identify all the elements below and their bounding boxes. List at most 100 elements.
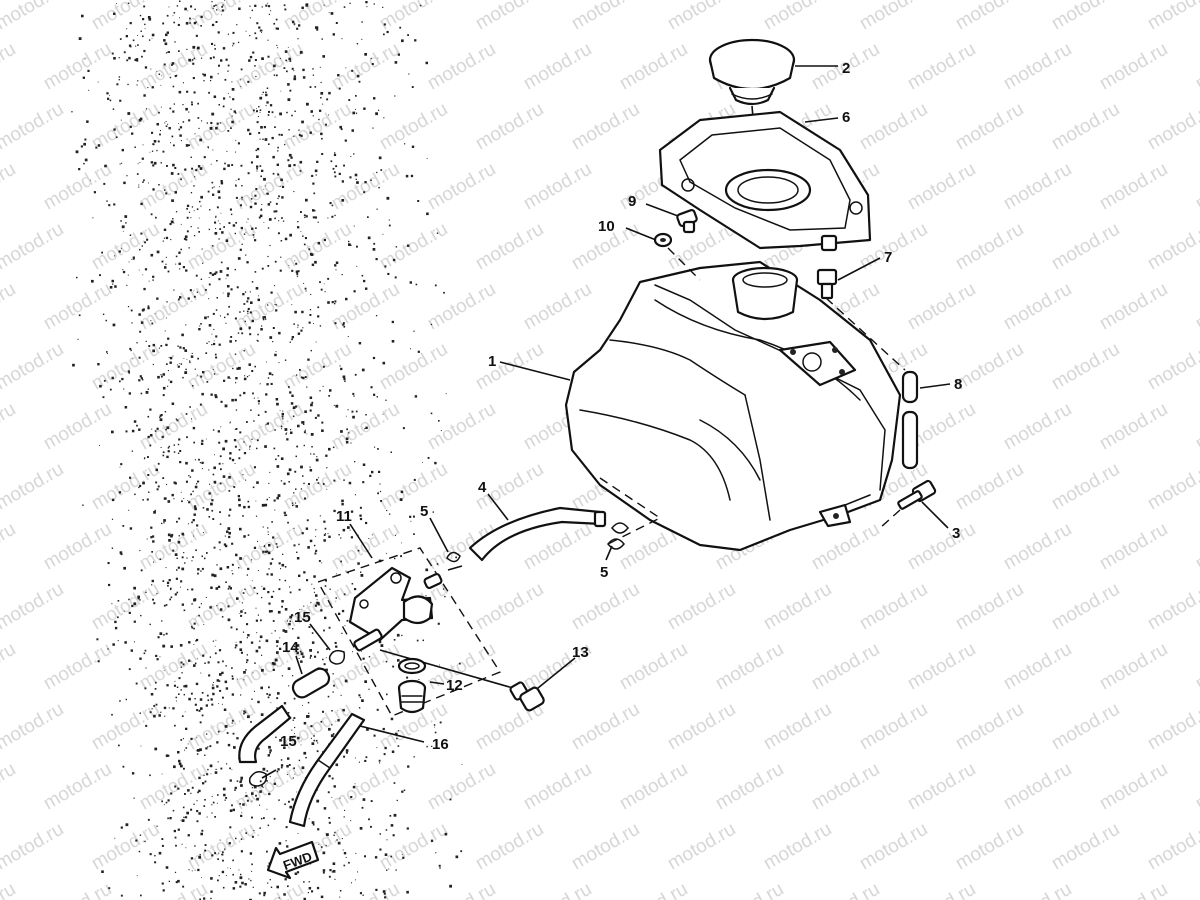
speckle-dot xyxy=(207,146,209,148)
speckle-dot xyxy=(111,713,113,716)
speckle-dot xyxy=(280,256,282,258)
speckle-dot xyxy=(287,521,289,524)
speckle-dot xyxy=(217,794,219,796)
speckle-dot xyxy=(150,161,153,164)
speckle-dot xyxy=(111,603,113,605)
speckle-dot xyxy=(120,220,122,222)
speckle-dot xyxy=(149,711,152,714)
speckle-dot xyxy=(218,462,221,465)
speckle-dot xyxy=(77,338,79,340)
speckle-dot xyxy=(188,119,191,122)
speckle-dot xyxy=(184,235,188,238)
speckle-dot xyxy=(316,799,320,803)
speckle-dot xyxy=(328,727,331,731)
speckle-dot xyxy=(83,162,85,165)
speckle-dot xyxy=(208,341,210,343)
speckle-dot xyxy=(253,236,255,238)
speckle-dot xyxy=(372,248,376,251)
speckle-dot xyxy=(174,680,176,682)
speckle-dot xyxy=(126,28,128,30)
speckle-dot xyxy=(445,393,447,395)
speckle-dot xyxy=(235,151,236,153)
speckle-dot xyxy=(338,612,341,615)
speckle-dot xyxy=(162,451,165,454)
speckle-dot xyxy=(219,315,221,317)
speckle-dot xyxy=(215,768,217,770)
speckle-dot xyxy=(362,463,366,466)
speckle-dot xyxy=(111,52,114,55)
speckle-dot xyxy=(156,488,159,491)
speckle-dot xyxy=(315,169,317,171)
watermark-text: motod.ru xyxy=(1192,519,1200,575)
speckle-dot xyxy=(278,588,281,591)
speckle-dot xyxy=(257,298,260,302)
speckle-dot xyxy=(221,703,223,705)
speckle-dot xyxy=(273,499,276,502)
speckle-dot xyxy=(139,599,141,601)
speckle-dot xyxy=(444,595,446,598)
speckle-dot xyxy=(121,148,124,152)
speckle-dot xyxy=(322,869,326,872)
speckle-dot xyxy=(270,573,273,576)
speckle-dot xyxy=(251,792,254,795)
speckle-dot xyxy=(238,449,241,451)
speckle-dot xyxy=(164,122,166,124)
speckle-dot xyxy=(390,824,394,827)
speckle-dot xyxy=(155,216,157,219)
speckle-dot xyxy=(285,826,288,829)
speckle-dot xyxy=(358,80,361,83)
speckle-dot xyxy=(261,57,264,60)
speckle-dot xyxy=(258,216,261,219)
speckle-dot xyxy=(337,719,340,722)
speckle-dot xyxy=(187,834,190,837)
watermark-text: motod.ru xyxy=(424,159,499,215)
speckle-dot xyxy=(119,38,122,40)
speckle-dot xyxy=(322,710,324,713)
speckle-dot xyxy=(334,264,337,267)
speckle-dot xyxy=(352,651,354,653)
speckle-dot xyxy=(251,863,253,866)
watermark-text: motod.ru xyxy=(424,39,499,95)
speckle-dot xyxy=(227,164,230,167)
speckle-dot xyxy=(195,274,198,277)
speckle-dot xyxy=(272,668,275,671)
speckle-dot xyxy=(209,656,212,658)
speckle-dot xyxy=(186,207,188,210)
speckle-dot xyxy=(232,98,235,101)
speckle-dot xyxy=(138,379,141,382)
speckle-dot xyxy=(252,234,255,236)
watermark-text: motod.ru xyxy=(952,579,1027,635)
speckle-dot xyxy=(276,465,280,468)
speckle-dot xyxy=(341,180,344,183)
speckle-dot xyxy=(162,386,166,390)
speckle-dot xyxy=(147,435,150,439)
watermark-text: motod.ru xyxy=(1048,699,1123,755)
speckle-dot xyxy=(247,313,249,315)
speckle-dot xyxy=(283,741,285,743)
speckle-dot xyxy=(153,561,154,563)
speckle-dot xyxy=(184,684,188,688)
speckle-dot xyxy=(272,620,275,622)
speckle-dot xyxy=(176,74,178,76)
speckle-dot xyxy=(396,799,398,802)
speckle-dot xyxy=(180,739,183,741)
speckle-dot xyxy=(214,816,216,818)
speckle-dot xyxy=(243,712,245,715)
speckle-dot xyxy=(154,313,156,315)
speckle-dot xyxy=(289,89,292,92)
speckle-dot xyxy=(275,351,277,352)
speckle-dot xyxy=(202,371,205,374)
speckle-dot xyxy=(241,243,243,245)
speckle-dot xyxy=(325,454,328,457)
speckle-dot xyxy=(198,776,201,780)
speckle-dot xyxy=(249,132,252,135)
speckle-dot xyxy=(178,363,180,364)
speckle-dot xyxy=(213,328,215,330)
speckle-dot xyxy=(231,115,233,117)
speckle-dot xyxy=(219,689,222,692)
speckle-dot xyxy=(173,103,175,105)
speckle-dot xyxy=(166,363,168,365)
watermark-text: motod.ru xyxy=(520,279,595,335)
speckle-dot xyxy=(297,736,300,740)
speckle-dot xyxy=(187,523,189,525)
